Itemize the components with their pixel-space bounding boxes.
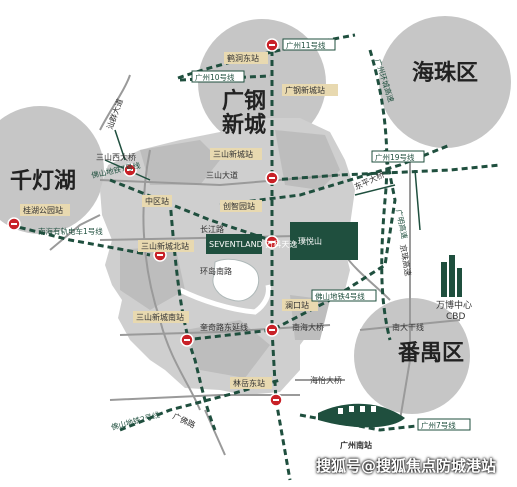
project-name: 璞悦山 (298, 236, 322, 246)
svg-text:佛山地铁4号线: 佛山地铁4号线 (315, 291, 365, 301)
land-area (100, 118, 355, 395)
station-label-guangzhou-nan: 广州南站 (340, 440, 372, 450)
station-label-chuangzhi: 创智园站 (223, 201, 255, 211)
svg-text:广佛路: 广佛路 (171, 411, 197, 430)
svg-text:奎奇路东延线: 奎奇路东延线 (200, 322, 248, 332)
river (178, 284, 271, 315)
svg-text:广州7号线: 广州7号线 (421, 420, 456, 430)
svg-text:三山西大桥: 三山西大桥 (96, 152, 136, 162)
line-huancheng (368, 49, 392, 341)
svg-text:广州19号线: 广州19号线 (375, 152, 415, 162)
line-east (271, 163, 501, 182)
svg-text:广明高速: 广明高速 (394, 208, 410, 240)
land-block (185, 320, 270, 378)
svg-text:广州11号线: 广州11号线 (286, 40, 326, 50)
station-marker-bars (11, 44, 279, 401)
land-block (140, 140, 220, 185)
station-label-linyue: 林岳东站 (233, 378, 265, 388)
project-block (290, 222, 358, 260)
line-fs4 (184, 149, 397, 342)
district-label-xincheng: 新城 (222, 112, 266, 138)
district-label-guanggang: 广钢 (222, 88, 266, 114)
project-neighbor: SEVENTLAND 万科天逸 (209, 239, 297, 249)
svg-text:南大干线: 南大干线 (392, 322, 424, 332)
district-label-panyu: 番禺区 (397, 341, 464, 366)
svg-text:京珠高速: 京珠高速 (398, 244, 413, 277)
station-label-sanshan-bei: 三山新城北站 (141, 241, 189, 251)
svg-text:佛山地铁2号线: 佛山地铁2号线 (110, 409, 161, 432)
district-label-qiandenghu: 千灯湖 (10, 169, 76, 194)
svg-text:环岛南路: 环岛南路 (200, 266, 232, 276)
district-circle-haizhu (379, 16, 511, 148)
station-tags: 鹤洞东站 广钢新城站 三山新城站 创智园站 中区站 桂湖公园站 三山新城北站 三… (20, 52, 372, 450)
district-circle-guanggang (198, 19, 326, 147)
station-label-guanggang-xincheng: 广钢新城站 (285, 85, 325, 95)
station-label-lanqi: 澜口站 (285, 300, 309, 310)
district-label-haizhu: 海珠区 (412, 60, 478, 86)
line-fs7 (109, 178, 271, 242)
cbd-label: 万博中心 (436, 299, 472, 311)
svg-text:广州10号线: 广州10号线 (195, 72, 235, 82)
station-label-sanshan-nan: 三山新城南站 (136, 312, 184, 322)
district-circle-qiandenghu (0, 106, 104, 234)
watermark: 搜狐号@搜狐焦点防城港站 (316, 457, 497, 475)
svg-text:汕群大道: 汕群大道 (104, 97, 124, 130)
land-block (120, 245, 185, 310)
line-nh1 (9, 223, 151, 257)
station-label-hechong: 鹤洞东站 (227, 53, 259, 63)
svg-text:长江路: 长江路 (200, 224, 224, 234)
svg-text:南海有轨电车1号线: 南海有轨电车1号线 (38, 226, 103, 236)
svg-text:三山大道: 三山大道 (206, 170, 238, 180)
svg-text:海怡大桥: 海怡大桥 (310, 375, 342, 385)
svg-text:南海大桥: 南海大桥 (292, 322, 324, 332)
project-neighbor-block (206, 234, 262, 254)
station-label-zhongqu: 中区站 (145, 196, 169, 206)
lake (212, 258, 260, 302)
station-label-sanshan-xincheng: 三山新城站 (213, 149, 253, 159)
cbd-icon (441, 255, 462, 297)
guangzhou-south-station (318, 403, 405, 428)
station-label-guihu: 桂湖公园站 (23, 205, 63, 215)
cbd-label-en: CBD (446, 312, 465, 322)
